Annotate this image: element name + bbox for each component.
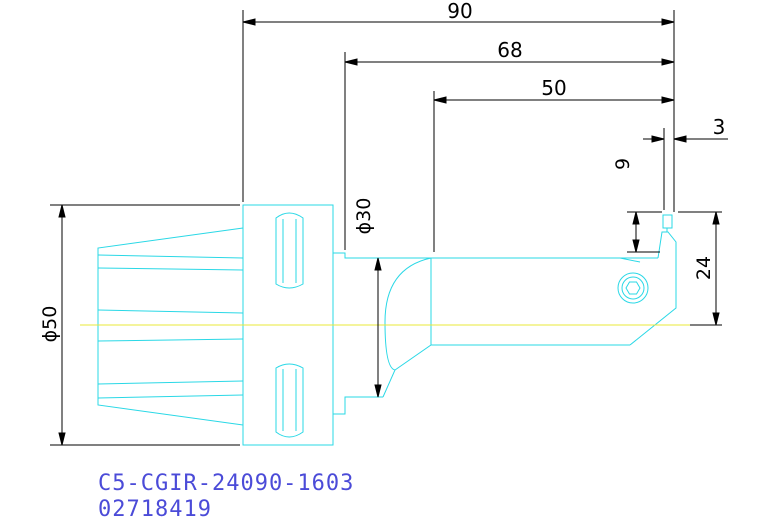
dim-24-label: 24 [693,256,715,280]
dim-68-label: 68 [497,38,522,62]
drive-slot-top [275,212,304,289]
taper-shank [97,227,244,426]
dimension-lines [50,10,728,446]
dim-3-label: 3 [713,115,726,139]
insert-nose [629,231,677,346]
dim-9-label: 9 [612,158,634,170]
dim-phi50-label: ϕ50 [39,306,61,343]
dim-50-label: 50 [541,76,566,100]
neck [333,252,431,259]
head-body [382,257,432,398]
dim-90-label: 90 [447,0,472,23]
dim-phi30-label: ϕ30 [353,198,375,235]
clamp-screw [617,272,649,304]
drive-slot-bottom [275,363,304,438]
tool-outline [97,204,677,446]
part-code: C5-CGIR-24090-1603 [98,471,355,496]
part-number: 02718419 [98,497,212,522]
